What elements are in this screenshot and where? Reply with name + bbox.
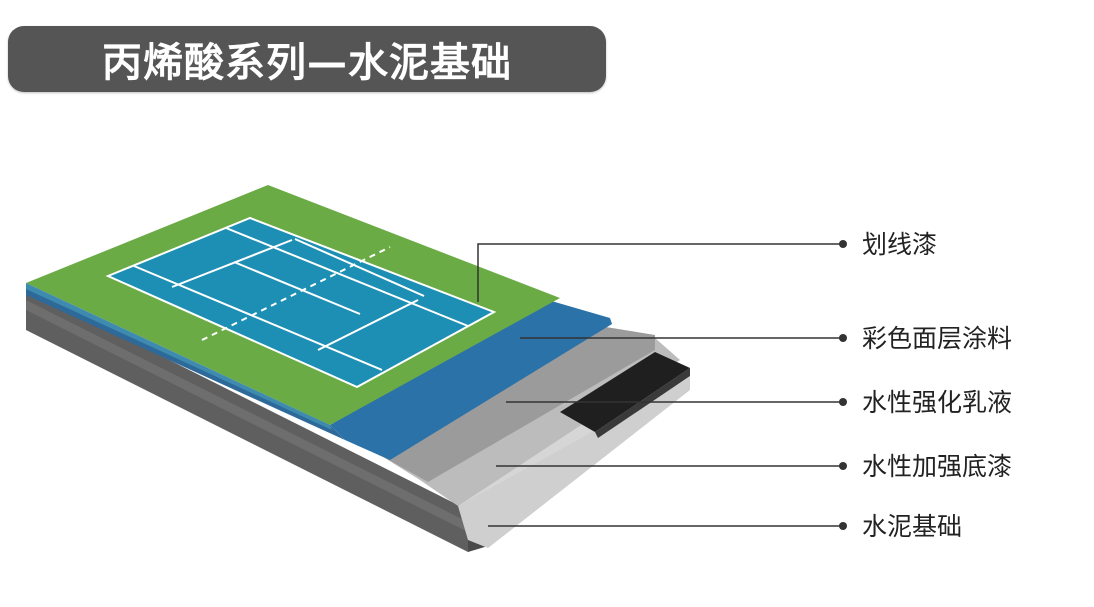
court-blue-area: [105, 216, 497, 389]
layer-label-line-paint: 划线漆: [862, 230, 937, 259]
layer-label-cement-base: 水泥基础: [862, 512, 962, 541]
leader-dot-3: [839, 398, 847, 406]
layer-label-color-coating: 彩色面层涂料: [862, 324, 1012, 353]
layer-label-emulsion: 水性强化乳液: [862, 388, 1012, 417]
black-strip: [560, 352, 690, 432]
coating-layer: [330, 300, 612, 460]
court-green-edge: [26, 283, 332, 430]
leader-dot-1: [839, 240, 847, 248]
black-strip-side: [595, 368, 690, 438]
leader-dot-4: [839, 462, 847, 470]
title-banner: 丙烯酸系列—水泥基础: [8, 26, 606, 92]
leader-dot-2: [839, 334, 847, 342]
emulsion-layer: [350, 322, 655, 482]
leader-line-1: [477, 243, 840, 302]
court-net-line: [201, 246, 391, 341]
cement-base-edge: [458, 378, 690, 548]
page-title: 丙烯酸系列—水泥基础: [102, 40, 512, 86]
leader-dot-5: [839, 522, 847, 530]
court-lines: [133, 227, 469, 371]
slab-left-shade: [26, 300, 468, 532]
layer-label-primer: 水性加强底漆: [862, 452, 1012, 481]
